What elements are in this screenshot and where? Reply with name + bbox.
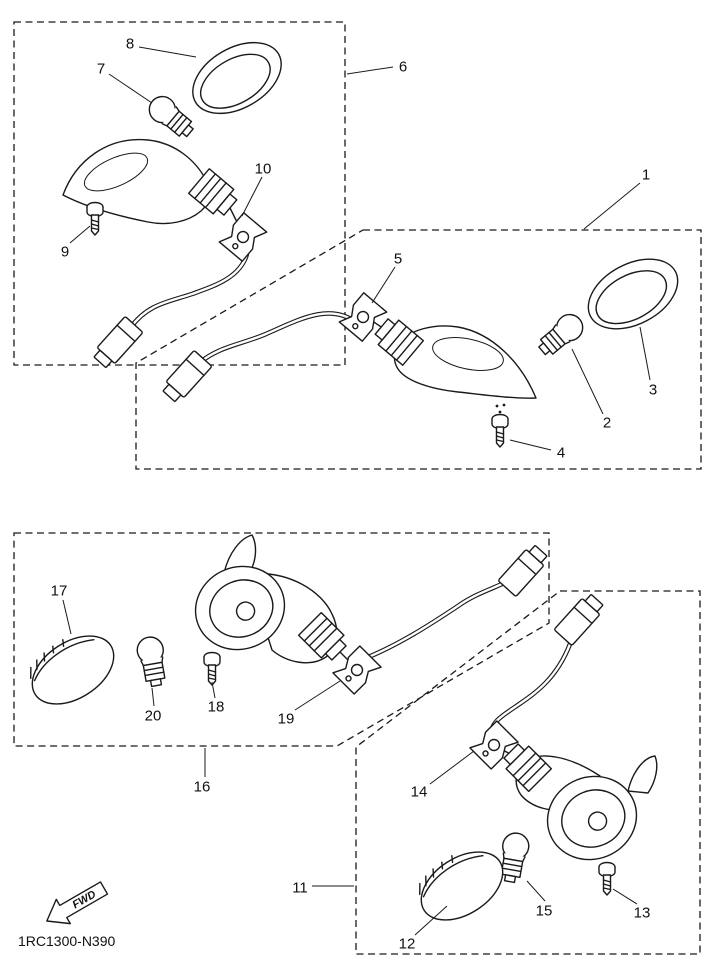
flasher-assembly-6 bbox=[62, 27, 295, 368]
callouts-layer: 1 2 3 4 5 6 7 8 bbox=[51, 36, 658, 953]
leader-line bbox=[509, 439, 552, 451]
callout-number[interactable]: 10 bbox=[255, 161, 272, 178]
callout-number[interactable]: 1 bbox=[642, 167, 650, 184]
wire-connector bbox=[162, 349, 213, 402]
leader-line bbox=[151, 687, 155, 707]
callout-number[interactable]: 16 bbox=[194, 779, 211, 796]
callout-1[interactable]: 1 bbox=[583, 167, 650, 230]
lens-8 bbox=[179, 27, 295, 129]
bulb-2 bbox=[533, 308, 589, 362]
wire-harness bbox=[489, 643, 573, 735]
wire-harness bbox=[197, 311, 359, 365]
callout-19[interactable]: 19 bbox=[278, 680, 341, 728]
diagram-part-code: 1RC1300-N390 bbox=[18, 933, 115, 949]
wire-harness-core bbox=[130, 253, 249, 328]
screw-13 bbox=[598, 861, 616, 896]
callout-number[interactable]: 14 bbox=[411, 784, 428, 801]
callout-18[interactable]: 18 bbox=[208, 681, 225, 716]
assembly-box-1 bbox=[135, 229, 702, 470]
bulb-7 bbox=[143, 90, 199, 144]
leader-line bbox=[414, 905, 448, 936]
leader-line bbox=[583, 182, 641, 230]
wire-connector bbox=[553, 594, 604, 647]
callout-4[interactable]: 4 bbox=[509, 439, 565, 462]
mount-bracket-10 bbox=[218, 212, 268, 262]
callout-number[interactable]: 20 bbox=[145, 708, 162, 725]
callout-number[interactable]: 7 bbox=[97, 61, 105, 78]
flasher-assembly-16 bbox=[17, 534, 548, 719]
leader-line bbox=[346, 66, 394, 75]
callout-6[interactable]: 6 bbox=[346, 59, 407, 76]
leader-line bbox=[571, 348, 604, 415]
screw-18 bbox=[203, 651, 221, 686]
leader-line bbox=[429, 750, 475, 785]
callout-11[interactable]: 11 bbox=[292, 880, 354, 897]
callout-17[interactable]: 17 bbox=[51, 583, 72, 635]
callout-3[interactable]: 3 bbox=[639, 326, 657, 399]
callout-8[interactable]: 8 bbox=[126, 36, 197, 58]
leader-line bbox=[138, 46, 197, 58]
callout-number[interactable]: 13 bbox=[634, 905, 651, 922]
callout-number[interactable]: 6 bbox=[399, 59, 407, 76]
wire-connector bbox=[497, 545, 548, 598]
callout-10[interactable]: 10 bbox=[241, 161, 272, 217]
arrow-shape bbox=[46, 881, 109, 925]
callout-15[interactable]: 15 bbox=[526, 880, 553, 920]
wire-connector bbox=[93, 315, 144, 368]
callout-12[interactable]: 12 bbox=[399, 905, 448, 953]
fwd-direction-arrow-icon: FWD bbox=[46, 881, 109, 925]
leader-line bbox=[108, 73, 153, 104]
wire-harness bbox=[129, 253, 250, 329]
callout-number[interactable]: 2 bbox=[603, 415, 611, 432]
assembly-box-16 bbox=[13, 532, 550, 747]
assembly-box-6 bbox=[13, 21, 346, 366]
bulb-20 bbox=[134, 634, 171, 689]
screw-4 bbox=[491, 413, 509, 448]
drain-hole-dots bbox=[495, 403, 506, 414]
callout-2[interactable]: 2 bbox=[571, 348, 611, 432]
flasher-assembly-1 bbox=[162, 244, 691, 448]
callout-13[interactable]: 13 bbox=[612, 888, 651, 922]
wire-harness-core bbox=[365, 578, 511, 660]
callout-number[interactable]: 15 bbox=[536, 903, 553, 920]
leader-line bbox=[62, 599, 72, 635]
callout-number[interactable]: 12 bbox=[399, 936, 416, 953]
callout-number[interactable]: 9 bbox=[61, 244, 69, 261]
lens-12 bbox=[406, 834, 516, 935]
callout-9[interactable]: 9 bbox=[61, 225, 91, 261]
flasher-assembly-11 bbox=[406, 594, 658, 935]
callout-5[interactable]: 5 bbox=[371, 251, 402, 304]
leader-line bbox=[612, 888, 638, 905]
leader-line bbox=[526, 880, 546, 902]
leader-line bbox=[294, 680, 341, 711]
callout-number[interactable]: 19 bbox=[278, 711, 295, 728]
leader-line bbox=[69, 225, 91, 244]
callout-number[interactable]: 17 bbox=[51, 583, 68, 600]
lens-17 bbox=[17, 618, 127, 719]
callout-7[interactable]: 7 bbox=[97, 61, 153, 104]
callout-number[interactable]: 4 bbox=[557, 445, 565, 462]
screw-9 bbox=[86, 201, 104, 236]
callout-number[interactable]: 5 bbox=[394, 251, 402, 268]
callout-number[interactable]: 18 bbox=[208, 699, 225, 716]
leader-line bbox=[211, 681, 216, 699]
leader-line bbox=[241, 176, 263, 217]
wire-harness-core bbox=[490, 643, 572, 735]
callout-20[interactable]: 20 bbox=[145, 687, 162, 725]
assembly-box-11 bbox=[355, 590, 701, 955]
callout-16[interactable]: 16 bbox=[194, 748, 211, 796]
wire-harness-core bbox=[198, 312, 358, 364]
callout-number[interactable]: 11 bbox=[292, 880, 308, 897]
leader-line bbox=[639, 326, 651, 381]
callout-number[interactable]: 8 bbox=[126, 36, 134, 53]
leader-line bbox=[371, 266, 396, 304]
callout-14[interactable]: 14 bbox=[411, 750, 475, 801]
lens-3 bbox=[575, 244, 691, 344]
callout-number[interactable]: 3 bbox=[649, 382, 657, 399]
